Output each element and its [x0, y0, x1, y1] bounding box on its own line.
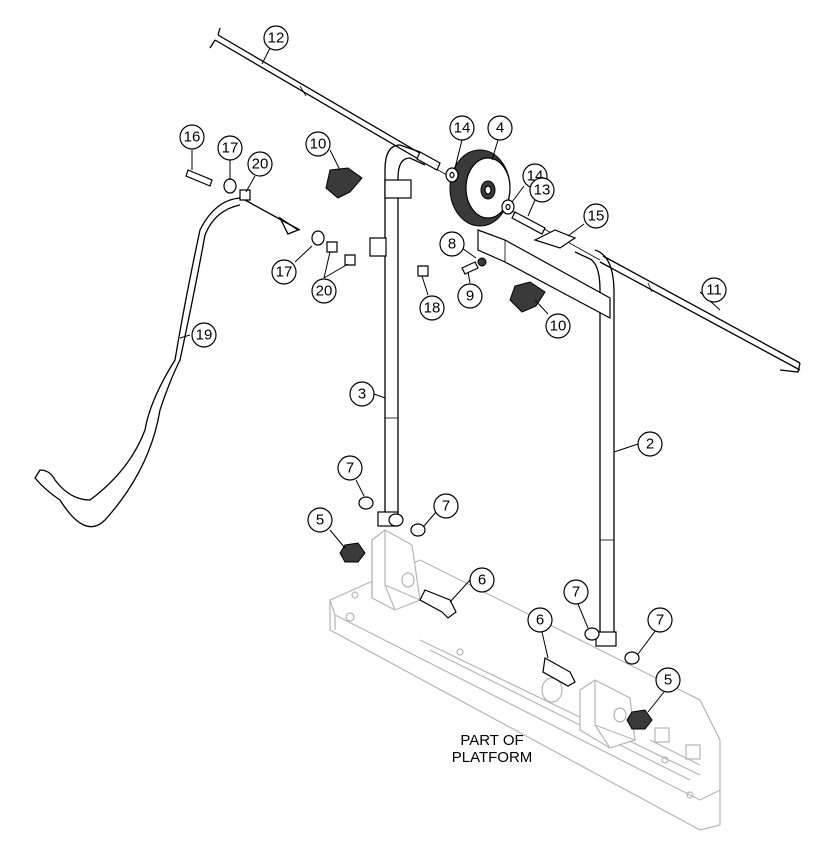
callout-7: 7	[647, 607, 673, 633]
svg-text:7: 7	[656, 612, 664, 629]
platform	[329, 529, 721, 831]
hardware	[185, 151, 653, 730]
svg-text:18: 18	[424, 300, 441, 317]
svg-text:3: 3	[358, 386, 366, 403]
callout-16: 16	[179, 124, 205, 150]
svg-text:20: 20	[316, 283, 333, 300]
svg-text:7: 7	[572, 584, 580, 601]
callout-7: 7	[337, 455, 363, 481]
svg-text:20: 20	[252, 156, 269, 173]
callout-6: 6	[527, 607, 553, 633]
callout-9: 9	[457, 283, 483, 309]
svg-text:16: 16	[184, 129, 201, 146]
svg-text:5: 5	[316, 512, 324, 529]
callout-20: 20	[311, 278, 337, 304]
callout-10: 10	[545, 313, 571, 339]
cable	[34, 197, 301, 528]
frame-tube-3	[377, 144, 426, 527]
svg-text:8: 8	[448, 236, 456, 253]
svg-text:6: 6	[478, 572, 486, 589]
callout-4: 4	[487, 115, 513, 141]
svg-text:4: 4	[496, 120, 504, 137]
svg-text:10: 10	[550, 318, 567, 335]
rod-12	[209, 27, 424, 161]
svg-text:15: 15	[588, 208, 605, 225]
platform-label-line2: PLATFORM	[452, 749, 533, 766]
callout-12: 12	[263, 25, 289, 51]
svg-text:9: 9	[466, 288, 474, 305]
callout-15: 15	[583, 203, 609, 229]
callout-14: 14	[449, 115, 475, 141]
svg-text:17: 17	[222, 140, 239, 157]
svg-text:19: 19	[196, 327, 213, 344]
plate	[369, 229, 611, 319]
wheel	[449, 149, 511, 227]
svg-text:13: 13	[534, 182, 551, 199]
callout-7: 7	[433, 493, 459, 519]
callouts: 12 16 17 20 10 14 4 14 13 15 8 9 11 10 1…	[179, 25, 727, 693]
callout-6: 6	[469, 567, 495, 593]
callout-8: 8	[439, 231, 465, 257]
callout-3: 3	[349, 381, 375, 407]
svg-text:6: 6	[536, 612, 544, 629]
svg-text:7: 7	[442, 498, 450, 515]
svg-text:5: 5	[664, 672, 672, 689]
svg-text:14: 14	[454, 120, 471, 137]
callout-18: 18	[419, 295, 445, 321]
svg-text:2: 2	[646, 436, 654, 453]
callout-2: 2	[637, 431, 663, 457]
frame-tube-2	[574, 249, 617, 647]
platform-label-line1: PART OF	[460, 732, 523, 749]
callout-5: 5	[307, 507, 333, 533]
callout-19: 19	[191, 322, 217, 348]
svg-text:12: 12	[268, 30, 285, 47]
svg-text:11: 11	[706, 282, 722, 299]
callout-13: 13	[529, 177, 555, 203]
platform-label: PART OF PLATFORM	[452, 732, 533, 766]
leader-lines	[179, 47, 721, 713]
callout-11: 11	[701, 277, 727, 303]
callout-7: 7	[563, 579, 589, 605]
svg-text:7: 7	[346, 460, 354, 477]
callout-17: 17	[217, 135, 243, 161]
callout-10: 10	[305, 131, 331, 157]
callout-17: 17	[271, 259, 297, 285]
callout-5: 5	[655, 667, 681, 693]
svg-text:17: 17	[276, 264, 293, 281]
callout-20: 20	[247, 151, 273, 177]
svg-text:10: 10	[310, 136, 327, 153]
